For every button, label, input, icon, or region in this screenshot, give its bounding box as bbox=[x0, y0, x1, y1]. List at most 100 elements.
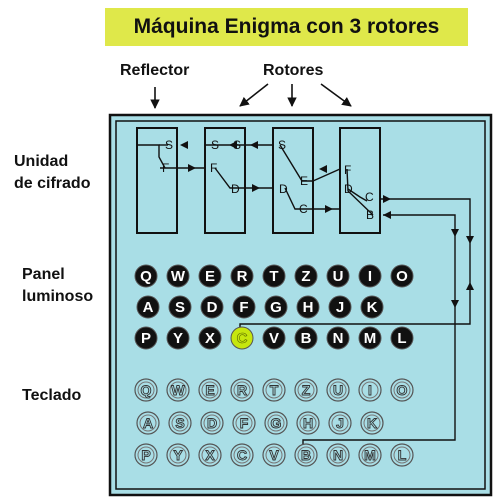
key-label-a: A bbox=[143, 415, 153, 431]
lamp-l: L bbox=[390, 326, 414, 350]
lamp-u: U bbox=[326, 264, 350, 288]
lamp-label-w: W bbox=[171, 268, 186, 285]
machine-frame-inner bbox=[115, 120, 486, 490]
lamp-label-f: F bbox=[239, 299, 248, 316]
key-label-w: W bbox=[171, 382, 185, 398]
key-label-k: K bbox=[367, 415, 377, 431]
reflector-letter-s: S bbox=[165, 138, 173, 152]
lamp-e: E bbox=[198, 264, 222, 288]
lamp-i: I bbox=[358, 264, 382, 288]
lamp-c: C bbox=[230, 326, 254, 350]
key-o[interactable]: O bbox=[390, 378, 414, 402]
key-label-p: P bbox=[141, 447, 150, 463]
key-y[interactable]: Y bbox=[166, 443, 190, 467]
key-h[interactable]: H bbox=[296, 411, 320, 435]
lamp-label-o: O bbox=[396, 268, 408, 285]
lamp-label-p: P bbox=[141, 330, 151, 347]
key-u[interactable]: U bbox=[326, 378, 350, 402]
rotor-middle-letter-2: E bbox=[300, 174, 308, 188]
lamp-d: D bbox=[200, 295, 224, 319]
lamp-label-e: E bbox=[205, 268, 215, 285]
key-t[interactable]: T bbox=[262, 378, 286, 402]
key-v[interactable]: V bbox=[262, 443, 286, 467]
rotor-left-letter-1: S bbox=[211, 138, 219, 152]
key-label-o: O bbox=[397, 382, 408, 398]
key-l[interactable]: L bbox=[390, 443, 414, 467]
lamp-label-u: U bbox=[333, 268, 344, 285]
rotor-right-box bbox=[339, 127, 381, 234]
lamp-label-g: G bbox=[270, 299, 282, 316]
lamp-m: M bbox=[358, 326, 382, 350]
key-label-z: Z bbox=[302, 382, 311, 398]
lamp-label-d: D bbox=[207, 299, 218, 316]
lamp-q: Q bbox=[134, 264, 158, 288]
key-label-d: D bbox=[207, 415, 217, 431]
key-a[interactable]: A bbox=[136, 411, 160, 435]
diagram-title: Máquina Enigma con 3 rotores bbox=[133, 15, 440, 38]
key-w[interactable]: W bbox=[166, 378, 190, 402]
lamp-label-r: R bbox=[237, 268, 248, 285]
key-b[interactable]: B bbox=[294, 443, 318, 467]
lamp-label-v: V bbox=[269, 330, 279, 347]
key-label-u: U bbox=[333, 382, 343, 398]
lamp-label-n: N bbox=[333, 330, 344, 347]
rotor-right-letter-4: B bbox=[366, 208, 374, 222]
scrambler-label-line2: de cifrado bbox=[14, 175, 91, 192]
lamp-label-a: A bbox=[143, 299, 154, 316]
title-banner: Máquina Enigma con 3 rotores bbox=[105, 8, 468, 46]
rotor-middle-letter-1: S bbox=[278, 138, 286, 152]
key-label-e: E bbox=[205, 382, 214, 398]
signal-arrowheads bbox=[180, 141, 474, 308]
rotor-left-box bbox=[204, 127, 246, 234]
lamp-label-m: M bbox=[364, 330, 377, 347]
lampboard-label-line2: luminoso bbox=[22, 288, 94, 305]
key-label-v: V bbox=[269, 447, 279, 463]
lamp-z: Z bbox=[294, 264, 318, 288]
lamp-label-x: X bbox=[205, 330, 215, 347]
key-z[interactable]: Z bbox=[294, 378, 318, 402]
lamp-g: G bbox=[264, 295, 288, 319]
lamp-label-l: L bbox=[397, 330, 406, 347]
key-label-y: Y bbox=[173, 447, 183, 463]
key-p[interactable]: P bbox=[134, 443, 158, 467]
key-g[interactable]: G bbox=[264, 411, 288, 435]
lamp-p: P bbox=[134, 326, 158, 350]
reflector-box bbox=[136, 127, 178, 234]
key-f[interactable]: F bbox=[232, 411, 256, 435]
key-e[interactable]: E bbox=[198, 378, 222, 402]
keyboard-label: Teclado bbox=[22, 387, 82, 404]
key-label-n: N bbox=[333, 447, 343, 463]
key-x[interactable]: X bbox=[198, 443, 222, 467]
lamp-label-t: T bbox=[269, 268, 278, 285]
key-d[interactable]: D bbox=[200, 411, 224, 435]
key-label-q: Q bbox=[141, 382, 152, 398]
key-n[interactable]: N bbox=[326, 443, 350, 467]
key-i[interactable]: I bbox=[358, 378, 382, 402]
lamp-label-j: J bbox=[336, 299, 344, 316]
key-label-m: M bbox=[364, 447, 376, 463]
key-s[interactable]: S bbox=[168, 411, 192, 435]
reflector-letter-f: F bbox=[162, 161, 169, 175]
scrambler-label-line1: Unidad bbox=[14, 153, 69, 170]
lamp-o: O bbox=[390, 264, 414, 288]
rotors-label: Rotores bbox=[263, 62, 324, 79]
key-r[interactable]: R bbox=[230, 378, 254, 402]
lamp-label-y: Y bbox=[173, 330, 183, 347]
key-label-i: I bbox=[368, 382, 372, 398]
lamp-label-k: K bbox=[367, 299, 378, 316]
rotor-left-letter-4: D bbox=[231, 182, 240, 196]
key-j[interactable]: J bbox=[328, 411, 352, 435]
rotor-right-letter-1: F bbox=[344, 163, 351, 177]
lamp-x: X bbox=[198, 326, 222, 350]
key-q[interactable]: Q bbox=[134, 378, 158, 402]
key-label-f: F bbox=[240, 415, 249, 431]
key-m[interactable]: M bbox=[358, 443, 382, 467]
key-label-j: J bbox=[336, 415, 344, 431]
reflector-label: Reflector bbox=[120, 62, 190, 79]
key-k[interactable]: K bbox=[360, 411, 384, 435]
lamp-b: B bbox=[294, 326, 318, 350]
key-c[interactable]: C bbox=[230, 443, 254, 467]
key-label-b: B bbox=[301, 447, 311, 463]
